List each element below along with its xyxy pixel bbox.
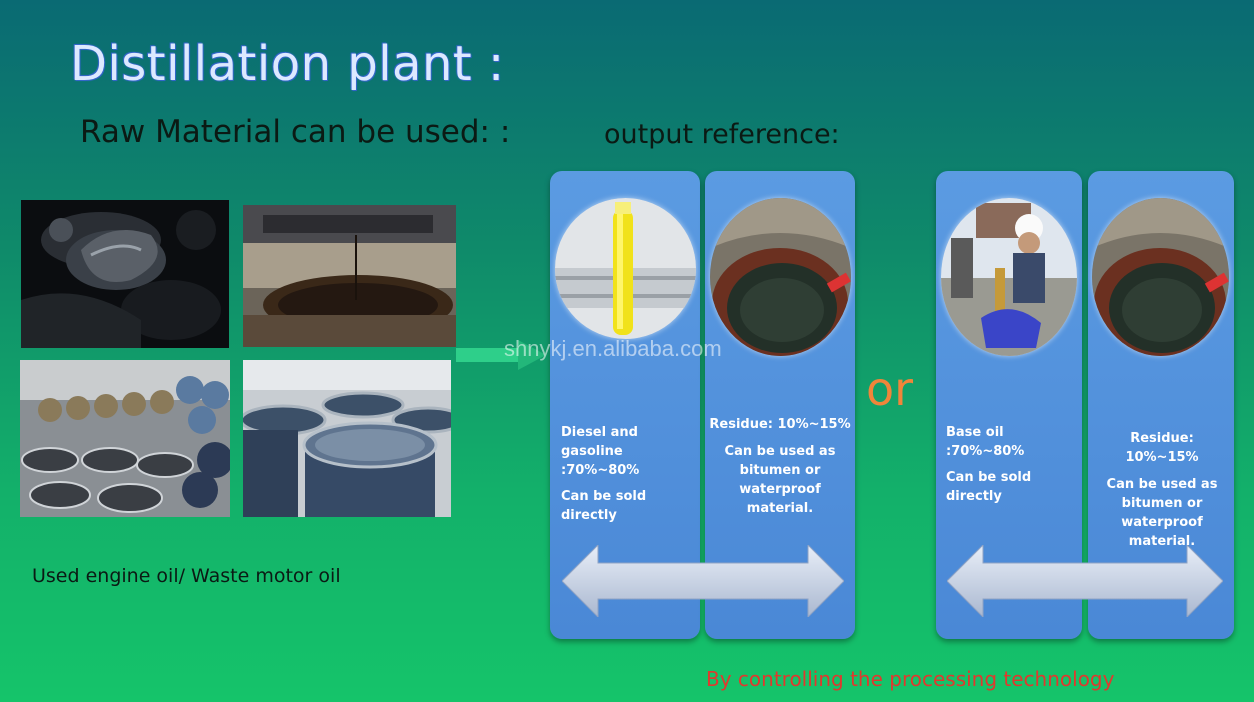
diesel-use-text: Can be sold directly [561,489,647,523]
or-label: or [866,362,914,416]
residue-use-line4: material. [1128,534,1196,549]
footer-note: By controlling the processing technology [706,667,1115,691]
output-heading: output reference: [604,119,840,150]
open-oil-drums-photo [243,360,451,517]
watermark: shnykj.en.alibaba.com [504,336,722,361]
residue-yield-line: Residue: 10%~15% [1125,431,1199,465]
residue-use-line3: waterproof [1121,515,1203,530]
base-oil-use-line: Can be sold directly [946,470,1032,504]
raw-material-caption: Used engine oil/ Waste motor oil [32,565,341,587]
residue-barrel-image-1 [710,198,851,356]
base-oil-yield-line: Base oil :70%~80% [946,425,1025,459]
diesel-yield-text: Diesel and gasoline :70%~80% Can be sold… [561,423,697,525]
residue-use-line1: Can be used as [724,444,836,459]
residue-yield-line: Residue: 10%~15% [709,417,851,432]
residue-use-line4: material. [746,501,814,516]
base-oil-text: Base oil :70%~80% Can be sold directly [946,423,1078,506]
base-oil-worker-image [941,198,1077,356]
residue-text-1: Residue: 10%~15% Can be used as bitumen … [709,415,851,518]
raw-material-heading: Raw Material can be used: : [80,114,511,150]
right-arrow-icon [456,340,546,370]
slide-title: Distillation plant : [70,36,505,92]
residue-use-line2: bitumen or [739,463,821,478]
double-arrow-icon [947,545,1223,617]
residue-use-line1: Can be used as [1106,477,1218,492]
residue-use-line3: waterproof [739,482,821,497]
diesel-tube-image [555,198,696,339]
residue-use-line2: bitumen or [1121,496,1203,511]
residue-text-2: Residue: 10%~15% Can be used as bitumen … [1092,429,1232,551]
double-arrow-icon [562,545,844,617]
residue-barrel-image-2 [1092,198,1229,356]
diesel-yield-line1: Diesel and [561,425,638,440]
oil-drums-stack-photo [20,360,230,517]
diesel-yield-line2: gasoline :70%~80% [561,444,640,478]
oil-hands-photo [21,200,229,348]
dripping-oil-photo [243,205,456,347]
